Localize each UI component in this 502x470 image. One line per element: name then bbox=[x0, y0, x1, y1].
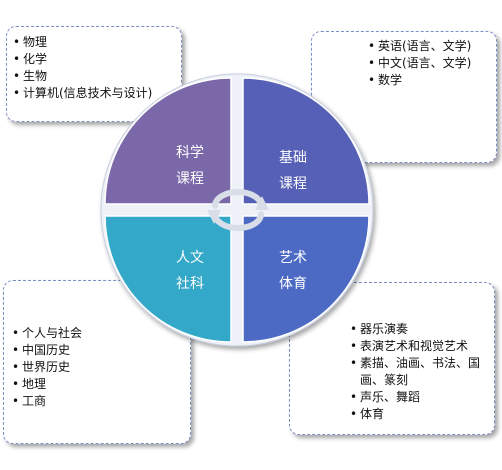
humanities-label-line1: 人文 bbox=[176, 250, 204, 266]
science-quadrant bbox=[104, 77, 232, 205]
cycle-arrows-icon bbox=[212, 189, 264, 231]
list-item: 世界历史 bbox=[12, 359, 184, 376]
list-item: 素描、油画、书法、国画、篆刻 bbox=[350, 355, 490, 389]
science-label-line1: 科学 bbox=[176, 145, 204, 161]
list-item: 化学 bbox=[13, 51, 175, 68]
list-item: 英语(语言、文学) bbox=[368, 38, 490, 55]
list-item: 中文(语言、文学) bbox=[368, 55, 490, 72]
humanities-quadrant bbox=[104, 215, 232, 343]
arts-quadrant bbox=[242, 215, 370, 343]
basic-quadrant bbox=[242, 77, 370, 205]
arts-label-line1: 艺术 bbox=[279, 250, 307, 266]
list-item: 声乐、舞蹈 bbox=[350, 389, 490, 406]
arrow-head-icon bbox=[255, 196, 269, 210]
list-item: 体育 bbox=[350, 406, 490, 423]
list-item: 生物 bbox=[13, 68, 175, 85]
list-item: 工商 bbox=[12, 393, 184, 410]
basic-label-line2: 课程 bbox=[279, 176, 307, 192]
list-item: 中国历史 bbox=[12, 342, 184, 359]
list-item: 表演艺术和视觉艺术 bbox=[350, 338, 490, 355]
arrow-head-icon bbox=[207, 210, 221, 224]
science-label-line2: 课程 bbox=[176, 171, 204, 187]
arts-label-line2: 体育 bbox=[279, 276, 307, 292]
list-item: 器乐演奏 bbox=[350, 321, 490, 338]
humanities-label-line2: 社科 bbox=[176, 276, 204, 292]
list-item: 数学 bbox=[368, 72, 490, 89]
list-item: 物理 bbox=[13, 34, 175, 51]
science-course-list: 物理 化学 生物 计算机(信息技术与设计) bbox=[6, 26, 182, 122]
list-item: 计算机(信息技术与设计) bbox=[13, 85, 175, 102]
list-item: 地理 bbox=[12, 376, 184, 393]
basic-label-line1: 基础 bbox=[279, 149, 307, 166]
list-item: 个人与社会 bbox=[12, 325, 184, 342]
